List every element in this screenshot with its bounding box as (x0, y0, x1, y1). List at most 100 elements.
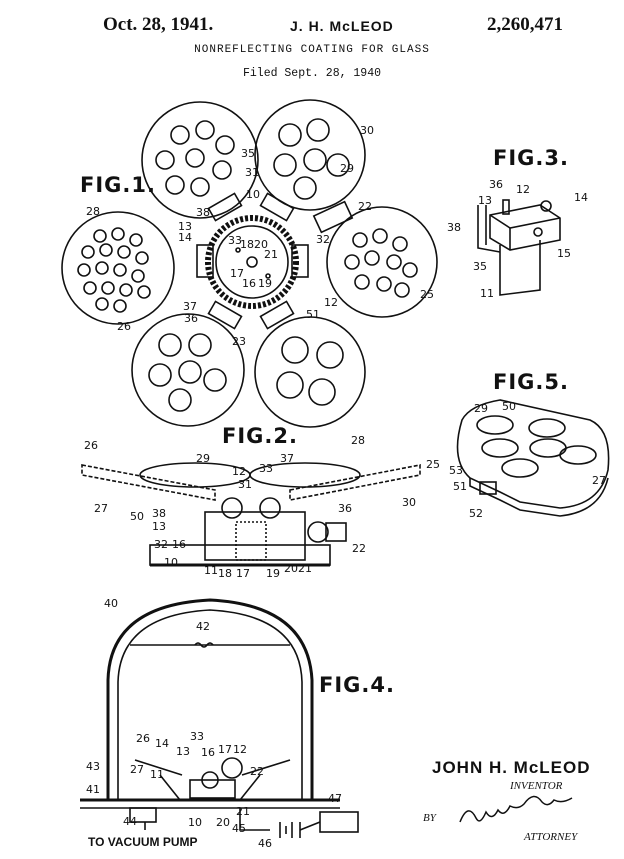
ref-13: 13 (478, 194, 492, 207)
ref-17: 17 (230, 267, 244, 280)
ref-21: 21 (298, 562, 312, 575)
ref-32: 32 (316, 233, 330, 246)
ref-27: 27 (130, 763, 144, 776)
ref-50: 50 (502, 400, 516, 413)
fig5-plate (456, 399, 610, 517)
ref-13: 13 (178, 220, 192, 233)
ref-20: 20 (216, 816, 230, 829)
ref-29: 29 (474, 402, 488, 415)
ref-38: 38 (152, 507, 166, 520)
ref-36: 36 (489, 178, 503, 191)
ref-28: 28 (351, 434, 365, 447)
vacuum-pump-label: TO VACUUM PUMP (88, 835, 198, 849)
patent-date: Oct. 28, 1941. (103, 14, 214, 35)
ref-26: 26 (117, 320, 131, 333)
inventor-name: JOHN H. McLEOD (432, 758, 591, 777)
ref-38: 38 (447, 221, 461, 234)
ref-43: 43 (86, 760, 100, 773)
ref-35: 35 (241, 147, 255, 160)
ref-10: 10 (246, 188, 260, 201)
ref-37: 37 (183, 300, 197, 313)
ref-16: 16 (172, 538, 186, 551)
ref-40: 40 (104, 597, 118, 610)
ref-13: 13 (152, 520, 166, 533)
ref-27: 27 (592, 474, 606, 487)
ref-36: 36 (338, 502, 352, 515)
ref-12: 12 (324, 296, 338, 309)
fig3-reference-numerals: 36 12 14 13 38 15 35 11 (447, 178, 588, 300)
inventor-role: INVENTOR (510, 780, 563, 792)
ref-51: 51 (306, 308, 320, 321)
ref-29: 29 (196, 452, 210, 465)
ref-12: 12 (232, 465, 246, 478)
ref-51: 51 (453, 480, 467, 493)
ref-16: 16 (201, 746, 215, 759)
ref-18: 18 (218, 567, 232, 580)
ref-47: 47 (328, 792, 342, 805)
fig4-drawing (80, 598, 359, 838)
ref-20: 20 (254, 238, 268, 251)
ref-27: 27 (94, 502, 108, 515)
ref-36: 36 (184, 312, 198, 325)
ref-33: 33 (190, 730, 204, 743)
ref-21: 21 (236, 805, 250, 818)
fig5-label: FIG.5. (493, 370, 569, 394)
ref-17: 17 (236, 567, 250, 580)
ref-32: 32 (154, 538, 168, 551)
ref-14: 14 (155, 737, 169, 750)
fig5-reference-numerals: 29 50 53 51 52 27 (449, 400, 606, 520)
ref-31: 31 (238, 478, 252, 491)
ref-41: 41 (86, 783, 100, 796)
fig1-plate-left (61, 211, 175, 325)
ref-22: 22 (358, 200, 372, 213)
ref-17: 17 (218, 743, 232, 756)
patent-title: NONREFLECTING COATING FOR GLASS (194, 44, 430, 56)
by-label: BY (423, 812, 436, 824)
filed-date: Filed Sept. 28, 1940 (242, 67, 382, 80)
fig2-reference-numerals: 26 28 29 12 33 37 31 25 27 50 38 13 32 1… (84, 434, 440, 580)
ref-11: 11 (204, 564, 218, 577)
ref-11: 11 (150, 768, 164, 781)
ref-14: 14 (574, 191, 588, 204)
ref-12: 12 (233, 743, 247, 756)
fig1-central-ring (196, 192, 354, 330)
ref-19: 19 (266, 567, 280, 580)
ref-38: 38 (196, 206, 210, 219)
ref-26: 26 (84, 439, 98, 452)
ref-46: 46 (258, 837, 272, 850)
fig4-reference-numerals: 40 42 26 14 33 13 16 17 12 27 11 43 41 4… (86, 597, 342, 850)
ref-53: 53 (449, 464, 463, 477)
ref-42: 42 (196, 620, 210, 633)
ref-50: 50 (130, 510, 144, 523)
ref-30: 30 (360, 124, 374, 137)
ref-26: 26 (136, 732, 150, 745)
ref-45: 45 (232, 822, 246, 835)
ref-16: 16 (242, 277, 256, 290)
fig1-reference-numerals: 35 31 38 10 22 28 13 14 33 18 20 21 32 3… (86, 124, 434, 348)
patent-inventor-header: J. H. McLEOD (290, 18, 394, 34)
ref-10: 10 (188, 816, 202, 829)
ref-12: 12 (516, 183, 530, 196)
ref-35: 35 (473, 260, 487, 273)
fig1-plate-bottom-left (131, 313, 245, 427)
fig1-label: FIG.1. (80, 173, 156, 197)
patent-number: 2,260,471 (487, 14, 563, 35)
ref-52: 52 (469, 507, 483, 520)
ref-18: 18 (240, 238, 254, 251)
attorney-signature (459, 795, 573, 823)
fig3-drawing (477, 199, 561, 296)
ref-30: 30 (402, 496, 416, 509)
ref-25: 25 (426, 458, 440, 471)
fig3-label: FIG.3. (493, 146, 569, 170)
ref-20: 20 (284, 562, 298, 575)
ref-31: 31 (245, 166, 259, 179)
fig1-plate-top-left (141, 101, 259, 219)
fig1-plate-bottom-right (254, 316, 366, 428)
fig1-plate-right (326, 206, 438, 318)
ref-37: 37 (280, 452, 294, 465)
ref-44: 44 (123, 815, 137, 828)
ref-33: 33 (259, 462, 273, 475)
ref-28: 28 (86, 205, 100, 218)
ref-11: 11 (480, 287, 494, 300)
